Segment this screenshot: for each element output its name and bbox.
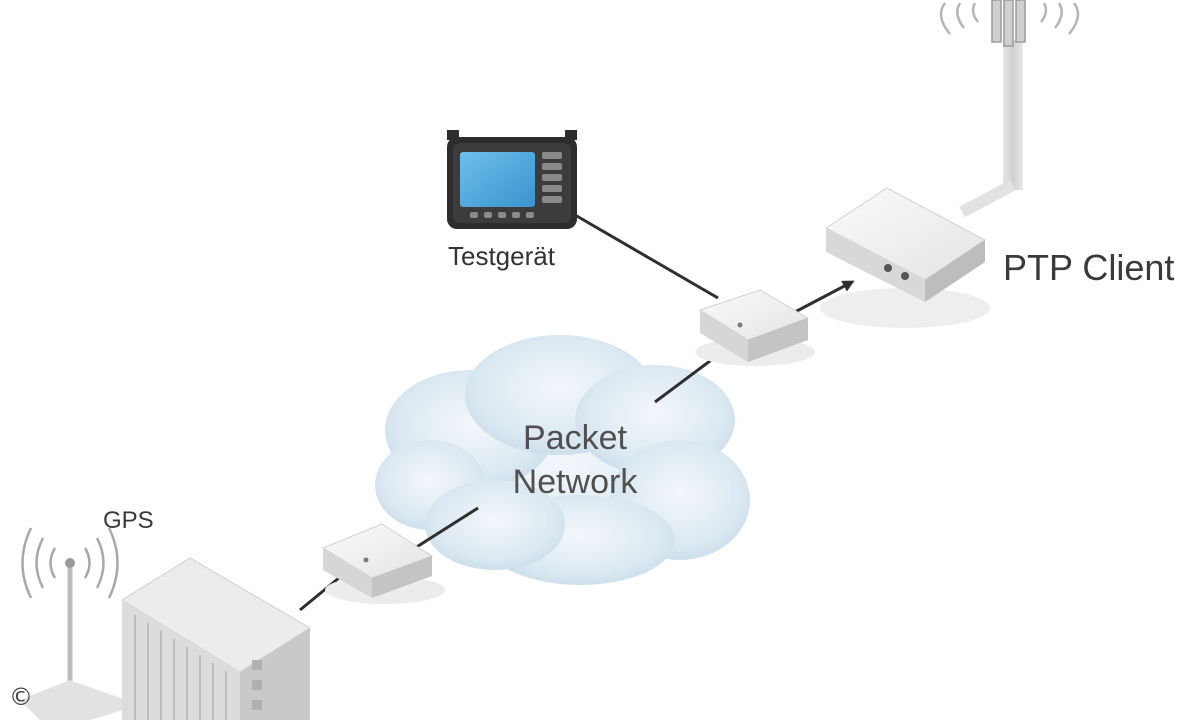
packet-network-label: Packet Network xyxy=(470,416,680,504)
copyright-mark: © xyxy=(9,683,33,711)
packet-network-label-line2: Network xyxy=(512,463,638,502)
link-bottom-switch-to-cloud xyxy=(414,506,479,550)
packet-network-label-line1: Packet xyxy=(523,419,627,457)
server-rack-icon xyxy=(121,557,311,720)
test-device-label: Testgerät xyxy=(448,241,555,271)
bottom-switch-icon xyxy=(321,523,445,604)
link-test-device-to-top-switch xyxy=(574,213,719,300)
gps-label: GPS xyxy=(103,507,154,534)
connection-lines xyxy=(299,213,855,612)
link-top-switch-to-ptp-client xyxy=(794,280,855,314)
gps-antenna-icon xyxy=(20,527,140,720)
cell-tower-icon xyxy=(939,0,1080,218)
ptp-client-icon xyxy=(820,187,990,328)
link-cloud-to-top-switch xyxy=(654,353,719,404)
test-device-icon xyxy=(447,130,577,229)
packet-network-cloud xyxy=(375,335,750,585)
top-switch-icon xyxy=(695,289,815,366)
link-bottom-switch-to-server xyxy=(299,571,346,612)
ptp-client-label: PTP Client xyxy=(1003,247,1175,288)
